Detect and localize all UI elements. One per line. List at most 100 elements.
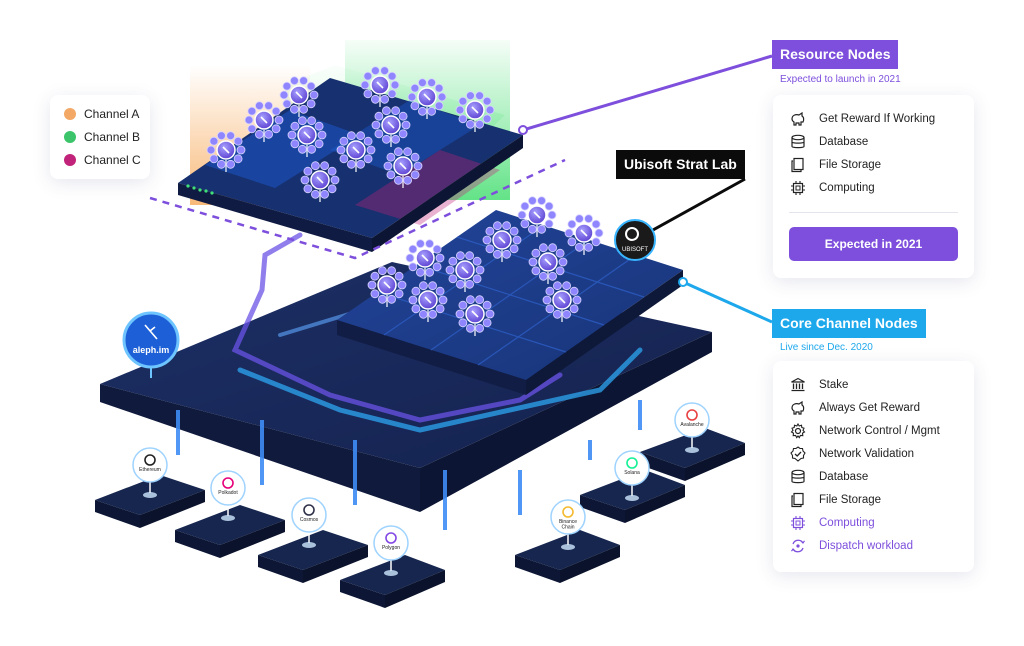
compute-node xyxy=(445,251,485,292)
chain-label: Cosmos xyxy=(300,517,319,523)
piggy-bank-icon xyxy=(789,110,807,128)
core-item-stake: Stake xyxy=(773,373,974,396)
compute-node xyxy=(383,147,423,188)
core-item-network-validation: Network Validation xyxy=(773,442,974,465)
panel-divider xyxy=(789,212,958,213)
item-label: Dispatch workload xyxy=(819,539,913,552)
compute-node xyxy=(482,221,522,262)
chain-connectors xyxy=(176,400,642,530)
item-label: Stake xyxy=(819,378,849,391)
resource-item-file-storage: File Storage xyxy=(773,153,974,176)
resource-item-computing: Computing xyxy=(773,176,974,199)
core-nodes-panel: Stake Always Get Reward Network Control … xyxy=(773,361,974,572)
compute-node xyxy=(408,281,448,322)
compute-node xyxy=(371,106,411,147)
aleph-node: aleph.im xyxy=(122,311,180,378)
item-label: Database xyxy=(819,470,869,483)
bank-icon xyxy=(789,376,807,394)
item-label: Database xyxy=(819,135,869,148)
resource-item-database: Database xyxy=(773,130,974,153)
item-label: Computing xyxy=(819,516,875,529)
core-nodes-title: Core Channel Nodes xyxy=(772,309,926,338)
item-label: File Storage xyxy=(819,493,882,506)
chain-logo-icon xyxy=(562,506,574,518)
item-label: Network Validation xyxy=(819,447,915,460)
item-label: Computing xyxy=(819,181,875,194)
file-storage-icon xyxy=(789,156,807,174)
expected-2021-button[interactable]: Expected in 2021 xyxy=(789,227,958,261)
legend-label: Channel A xyxy=(84,106,140,121)
compute-node xyxy=(279,76,319,117)
channel-legend: Channel A Channel B Channel C xyxy=(50,95,150,179)
item-label: Get Reward If Working xyxy=(819,112,936,125)
ubisoft-node: UBISOFT xyxy=(614,219,656,261)
chain-label: Solana xyxy=(624,470,640,476)
core-channel-platform xyxy=(337,210,683,395)
core-item-dispatch: Dispatch workload xyxy=(773,534,974,557)
check-badge-icon xyxy=(789,445,807,463)
resource-nodes-title: Resource Nodes xyxy=(772,40,899,69)
chain-label: Chain xyxy=(561,525,574,531)
chain-label: Ethereum xyxy=(139,467,161,473)
core-item-reward: Always Get Reward xyxy=(773,396,974,419)
resource-nodes-panel: Get Reward If Working Database File Stor… xyxy=(773,95,974,278)
resource-nodes-subtitle: Expected to launch in 2021 xyxy=(780,74,901,85)
channel-b-swatch xyxy=(64,130,76,143)
chain-node: Polygon xyxy=(373,525,409,576)
core-item-database: Database xyxy=(773,465,974,488)
compute-node xyxy=(360,66,400,107)
core-nodes-subtitle: Live since Dec. 2020 xyxy=(780,342,873,353)
resource-boundary-line xyxy=(149,158,566,260)
chain-logo-icon xyxy=(686,409,698,421)
chain-label: Polygon xyxy=(382,545,400,551)
compute-node xyxy=(455,91,495,132)
aleph-label: aleph.im xyxy=(133,345,170,355)
compute-node xyxy=(244,101,284,142)
file-storage-icon xyxy=(789,491,807,509)
compute-node xyxy=(517,196,557,237)
cpu-chip-icon xyxy=(789,179,807,197)
core-item-computing: Computing xyxy=(773,511,974,534)
chain-logo-icon xyxy=(144,454,156,466)
item-label: Always Get Reward xyxy=(819,401,920,414)
item-label: Network Control / Mgmt xyxy=(819,424,940,437)
compute-node xyxy=(206,131,246,172)
compute-node xyxy=(287,116,327,157)
resource-item-reward: Get Reward If Working xyxy=(773,107,974,130)
chain-node: Polkadot xyxy=(210,470,246,521)
chain-label: Polkadot xyxy=(218,490,238,496)
svg-text:UBISOFT: UBISOFT xyxy=(622,247,648,253)
core-item-network-control: Network Control / Mgmt xyxy=(773,419,974,442)
compute-node xyxy=(455,295,495,336)
chain-label: Avalanche xyxy=(680,422,703,428)
legend-label: Channel C xyxy=(84,152,141,167)
piggy-bank-icon xyxy=(789,399,807,417)
legend-item-channel-c: Channel C xyxy=(50,148,150,171)
dispatch-icon xyxy=(789,537,807,555)
chain-node: Avalanche xyxy=(674,402,710,453)
ubisoft-tag: Ubisoft Strat Lab xyxy=(616,150,745,179)
compute-node xyxy=(528,243,568,284)
core-node-clusters xyxy=(367,196,604,336)
chain-logo-icon xyxy=(626,457,638,469)
database-icon xyxy=(789,468,807,486)
compute-node xyxy=(336,131,376,172)
gear-icon xyxy=(789,422,807,440)
database-icon xyxy=(789,133,807,151)
compute-node xyxy=(405,239,445,280)
legend-label: Channel B xyxy=(84,129,141,144)
chain-label: Binance xyxy=(559,519,577,525)
compute-node xyxy=(300,161,340,202)
chain-logo-icon xyxy=(222,477,234,489)
item-label: File Storage xyxy=(819,158,882,171)
chain-node: Cosmos xyxy=(291,497,327,548)
channel-c-swatch xyxy=(64,153,76,166)
compute-node xyxy=(407,78,447,119)
compute-node xyxy=(542,281,582,322)
chain-logo-icon xyxy=(303,504,315,516)
compute-node xyxy=(564,214,604,255)
cpu-chip-icon xyxy=(789,514,807,532)
